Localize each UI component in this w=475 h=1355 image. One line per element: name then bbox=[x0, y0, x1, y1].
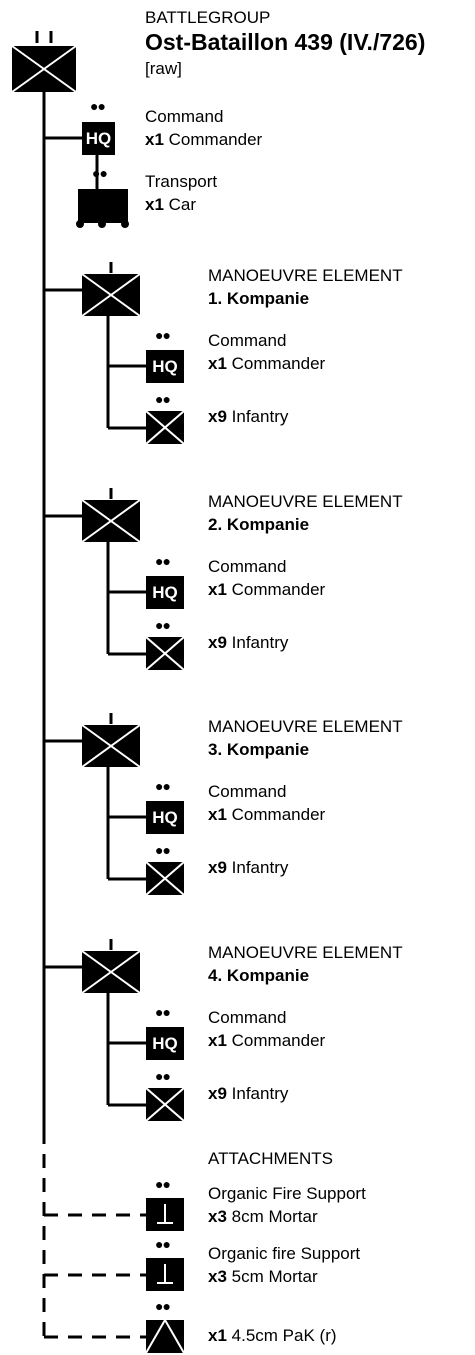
hq-badge: HQ bbox=[146, 576, 184, 609]
rank-dots: ●● bbox=[155, 1298, 171, 1314]
infantry-symbol bbox=[146, 411, 184, 444]
troops-unit: x9 Infantry bbox=[208, 633, 289, 652]
element-heading: MANOEUVRE ELEMENT bbox=[208, 492, 403, 511]
element-heading: MANOEUVRE ELEMENT bbox=[208, 717, 403, 736]
command-unit: x1 Commander bbox=[208, 805, 326, 824]
hq-badge: HQ bbox=[146, 1027, 184, 1060]
command-title: Command bbox=[208, 331, 287, 350]
element-name: 2. Kompanie bbox=[208, 515, 310, 534]
element-heading: MANOEUVRE ELEMENT bbox=[208, 943, 403, 962]
company-infantry-symbol bbox=[81, 262, 141, 317]
attachments-heading: ATTACHMENTS bbox=[208, 1149, 333, 1168]
rank-dots: ●● bbox=[92, 165, 108, 181]
infantry-symbol bbox=[146, 862, 184, 895]
hq-badge: HQ bbox=[82, 122, 115, 155]
anti-tank-gun-symbol bbox=[146, 1320, 184, 1353]
command-title: Command bbox=[208, 782, 287, 801]
element-name: 4. Kompanie bbox=[208, 966, 310, 985]
command-title: Command bbox=[145, 107, 224, 126]
transport-title: Transport bbox=[145, 172, 218, 191]
rank-dots: ●● bbox=[155, 1236, 171, 1252]
car-symbol bbox=[76, 189, 129, 228]
element-name: 3. Kompanie bbox=[208, 740, 310, 759]
company-infantry-symbol bbox=[81, 939, 141, 994]
rank-dots: ●● bbox=[155, 778, 171, 794]
rank-dots: ●● bbox=[155, 327, 171, 343]
attachment-title: Organic fire Support bbox=[208, 1244, 361, 1263]
attachment-title: Organic Fire Support bbox=[208, 1184, 366, 1203]
rank-dots: ●● bbox=[155, 617, 171, 633]
mortar-symbol bbox=[146, 1198, 184, 1231]
element-name: 1. Kompanie bbox=[208, 289, 310, 308]
battlegroup-heading: BATTLEGROUP bbox=[145, 8, 271, 27]
hq-badge: HQ bbox=[146, 801, 184, 834]
infantry-symbol bbox=[146, 1088, 184, 1121]
battalion-infantry-symbol bbox=[11, 31, 77, 93]
battlegroup-name: Ost-Bataillon 439 (IV./726) bbox=[145, 29, 426, 55]
element-heading: MANOEUVRE ELEMENT bbox=[208, 266, 403, 285]
battlegroup-note: [raw] bbox=[145, 59, 182, 78]
troops-unit: x9 Infantry bbox=[208, 858, 289, 877]
rank-dots: ●● bbox=[155, 1004, 171, 1020]
rank-dots: ●● bbox=[155, 553, 171, 569]
attachment-unit: x1 4.5cm PaK (r) bbox=[208, 1326, 337, 1345]
rank-dots: ●● bbox=[155, 391, 171, 407]
attachment-unit: x3 5cm Mortar bbox=[208, 1267, 318, 1286]
command-unit: x1 Commander bbox=[208, 580, 326, 599]
rank-dots: ●● bbox=[155, 842, 171, 858]
rank-dots: ●● bbox=[155, 1176, 171, 1192]
command-title: Command bbox=[208, 557, 287, 576]
troops-unit: x9 Infantry bbox=[208, 1084, 289, 1103]
rank-dots: ●● bbox=[155, 1068, 171, 1084]
command-unit: x1 Commander bbox=[208, 1031, 326, 1050]
rank-dots: ●● bbox=[90, 98, 106, 114]
troops-unit: x9 Infantry bbox=[208, 407, 289, 426]
attachment-unit: x3 8cm Mortar bbox=[208, 1207, 318, 1226]
command-unit: x1 Commander bbox=[208, 354, 326, 373]
command-unit: x1 Commander bbox=[145, 130, 263, 149]
infantry-symbol bbox=[146, 637, 184, 670]
transport-unit: x1 Car bbox=[145, 195, 197, 214]
command-title: Command bbox=[208, 1008, 287, 1027]
company-infantry-symbol bbox=[81, 488, 141, 543]
hq-badge: HQ bbox=[146, 350, 184, 383]
company-infantry-symbol bbox=[81, 713, 141, 768]
mortar-symbol bbox=[146, 1258, 184, 1291]
